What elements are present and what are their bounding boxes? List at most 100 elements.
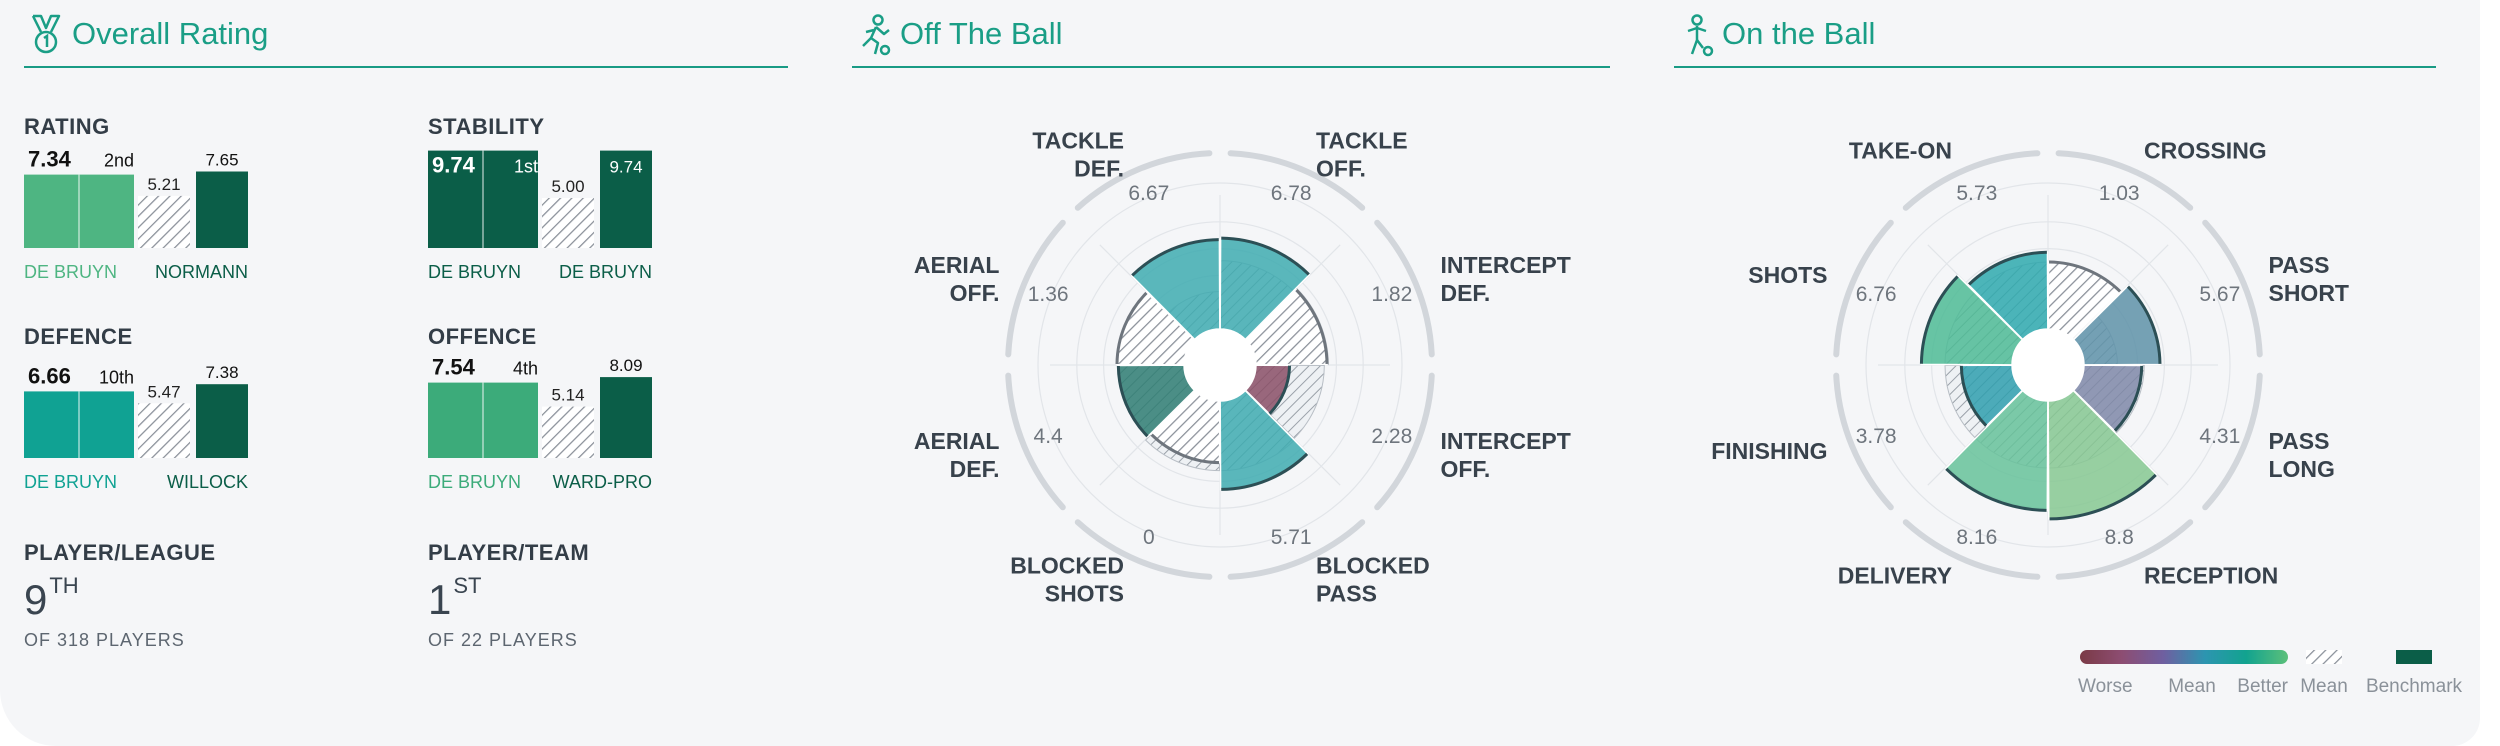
- segment-label-line1: TACKLE: [1316, 128, 1408, 154]
- mean-bar: [542, 198, 594, 248]
- benchmark-name: WARD-PRO: [553, 472, 652, 492]
- mean-value-text: 5.47: [147, 382, 180, 401]
- player-rank-text: 10th: [99, 367, 134, 387]
- segment-label-line1: INTERCEPT: [1440, 252, 1570, 278]
- player-value-bar: [428, 150, 483, 248]
- segment-value-text: 1.82: [1371, 283, 1412, 306]
- rank-number: 9: [24, 576, 48, 623]
- segment-value-text: 5.73: [1956, 182, 1997, 205]
- segment-label-line2: SHORT: [2268, 280, 2349, 306]
- outer-arc: [1374, 219, 1435, 358]
- value-arc: [1221, 236, 1310, 276]
- segment-value-text: 6.67: [1128, 182, 1169, 205]
- player-name: DE BRUYN: [428, 472, 521, 492]
- segment-label-line1: SHOTS: [1748, 262, 1827, 288]
- segment-value-text: 4.31: [2199, 425, 2240, 448]
- player-rank-bar: [483, 150, 538, 248]
- outer-arc: [2055, 519, 2194, 580]
- grid-ring: [1865, 182, 2231, 548]
- value-arc: [1116, 366, 1149, 438]
- value-arc: [1945, 467, 2047, 512]
- player-name: DE BRUYN: [24, 262, 117, 282]
- outer-arc: [1005, 372, 1066, 511]
- benchmark-bar: [600, 377, 652, 458]
- player-rank-text: 4th: [513, 359, 538, 379]
- legend-better: Better: [2237, 676, 2288, 697]
- player-team-label: PLAYER/TEAM: [428, 540, 590, 565]
- metric-label: RATING: [24, 114, 110, 139]
- segment-value-text: 0: [1143, 526, 1155, 549]
- legend-gradient-bar: [2080, 650, 2288, 664]
- mean-value-text: 5.14: [551, 386, 584, 405]
- player-value-bar: [24, 174, 79, 248]
- player-name: DE BRUYN: [428, 262, 521, 282]
- segment-label-line1: TAKE-ON: [1849, 138, 1952, 164]
- legend-benchmark-swatch: [2396, 650, 2432, 664]
- segment-label-line1: INTERCEPT: [1440, 428, 1570, 454]
- legend-worse: Worse: [2078, 676, 2133, 697]
- value-arc: [1150, 433, 1220, 465]
- segment-value-text: 1.36: [1028, 283, 1069, 306]
- outer-arc: [1227, 150, 1366, 211]
- radar-center: [1184, 329, 1256, 401]
- segment-value-text: 3.78: [1856, 425, 1897, 448]
- benchmark-value-text: 7.65: [205, 151, 238, 170]
- legend-benchmark: Benchmark: [2366, 676, 2463, 697]
- benchmark-value-text: 8.09: [609, 356, 642, 375]
- segment-label-line1: BLOCKED: [1316, 552, 1430, 578]
- mean-bar: [138, 195, 190, 248]
- segment-label-line1: PASS: [2268, 252, 2329, 278]
- segment-value-text: 2.28: [1371, 425, 1412, 448]
- value-arc: [1295, 289, 1329, 364]
- benchmark-name: WILLOCK: [167, 472, 248, 492]
- mean-bar: [542, 406, 594, 458]
- value-arc: [1268, 365, 1291, 415]
- outer-arc: [1902, 519, 2041, 580]
- outer-arc: [1074, 519, 1213, 580]
- value-arc: [2126, 285, 2162, 364]
- segment-label-line1: BLOCKED: [1010, 552, 1124, 578]
- rank-number: 1: [428, 576, 452, 623]
- player-value-text: 6.66: [28, 363, 71, 388]
- segment-label-line2: SHOTS: [1045, 580, 1124, 606]
- segment-label-line1: FINISHING: [1711, 438, 1827, 464]
- overall-rating-title: Overall Rating: [72, 16, 269, 51]
- value-arc: [1959, 365, 1988, 427]
- benchmark-value-text: 7.38: [205, 363, 238, 382]
- outer-arc: [2055, 150, 2194, 211]
- legend-mean-hatch: Mean: [2300, 676, 2348, 697]
- segment-value-text: 6.76: [1856, 283, 1897, 306]
- rank-suffix: TH: [49, 573, 79, 598]
- metric-label: OFFENCE: [428, 324, 537, 349]
- player-team-rank: 1ST: [428, 573, 481, 624]
- outer-arc: [1374, 372, 1435, 511]
- legend-mean-swatch: [2306, 650, 2342, 664]
- segment-value-text: 5.67: [2199, 283, 2240, 306]
- outer-arc: [1833, 219, 1894, 358]
- mean-value-text: 5.21: [147, 175, 180, 194]
- segment-label-line1: AERIAL: [914, 252, 1000, 278]
- off-the-ball-header: Off The Ball: [852, 10, 1610, 68]
- on-the-ball-title: On the Ball: [1722, 16, 1876, 51]
- running-player-icon: [862, 14, 891, 56]
- benchmark-bar: [600, 150, 652, 248]
- segment-label-line1: PASS: [2268, 428, 2329, 454]
- segment-value-text: 1.03: [2099, 182, 2140, 205]
- segment-label-line1: DELIVERY: [1838, 562, 1952, 588]
- outer-arc: [1005, 219, 1066, 358]
- value-arc: [1131, 238, 1219, 277]
- player-value-text: 9.74: [432, 153, 476, 178]
- player-rank-bar: [79, 391, 134, 458]
- outer-arc: [2202, 219, 2263, 358]
